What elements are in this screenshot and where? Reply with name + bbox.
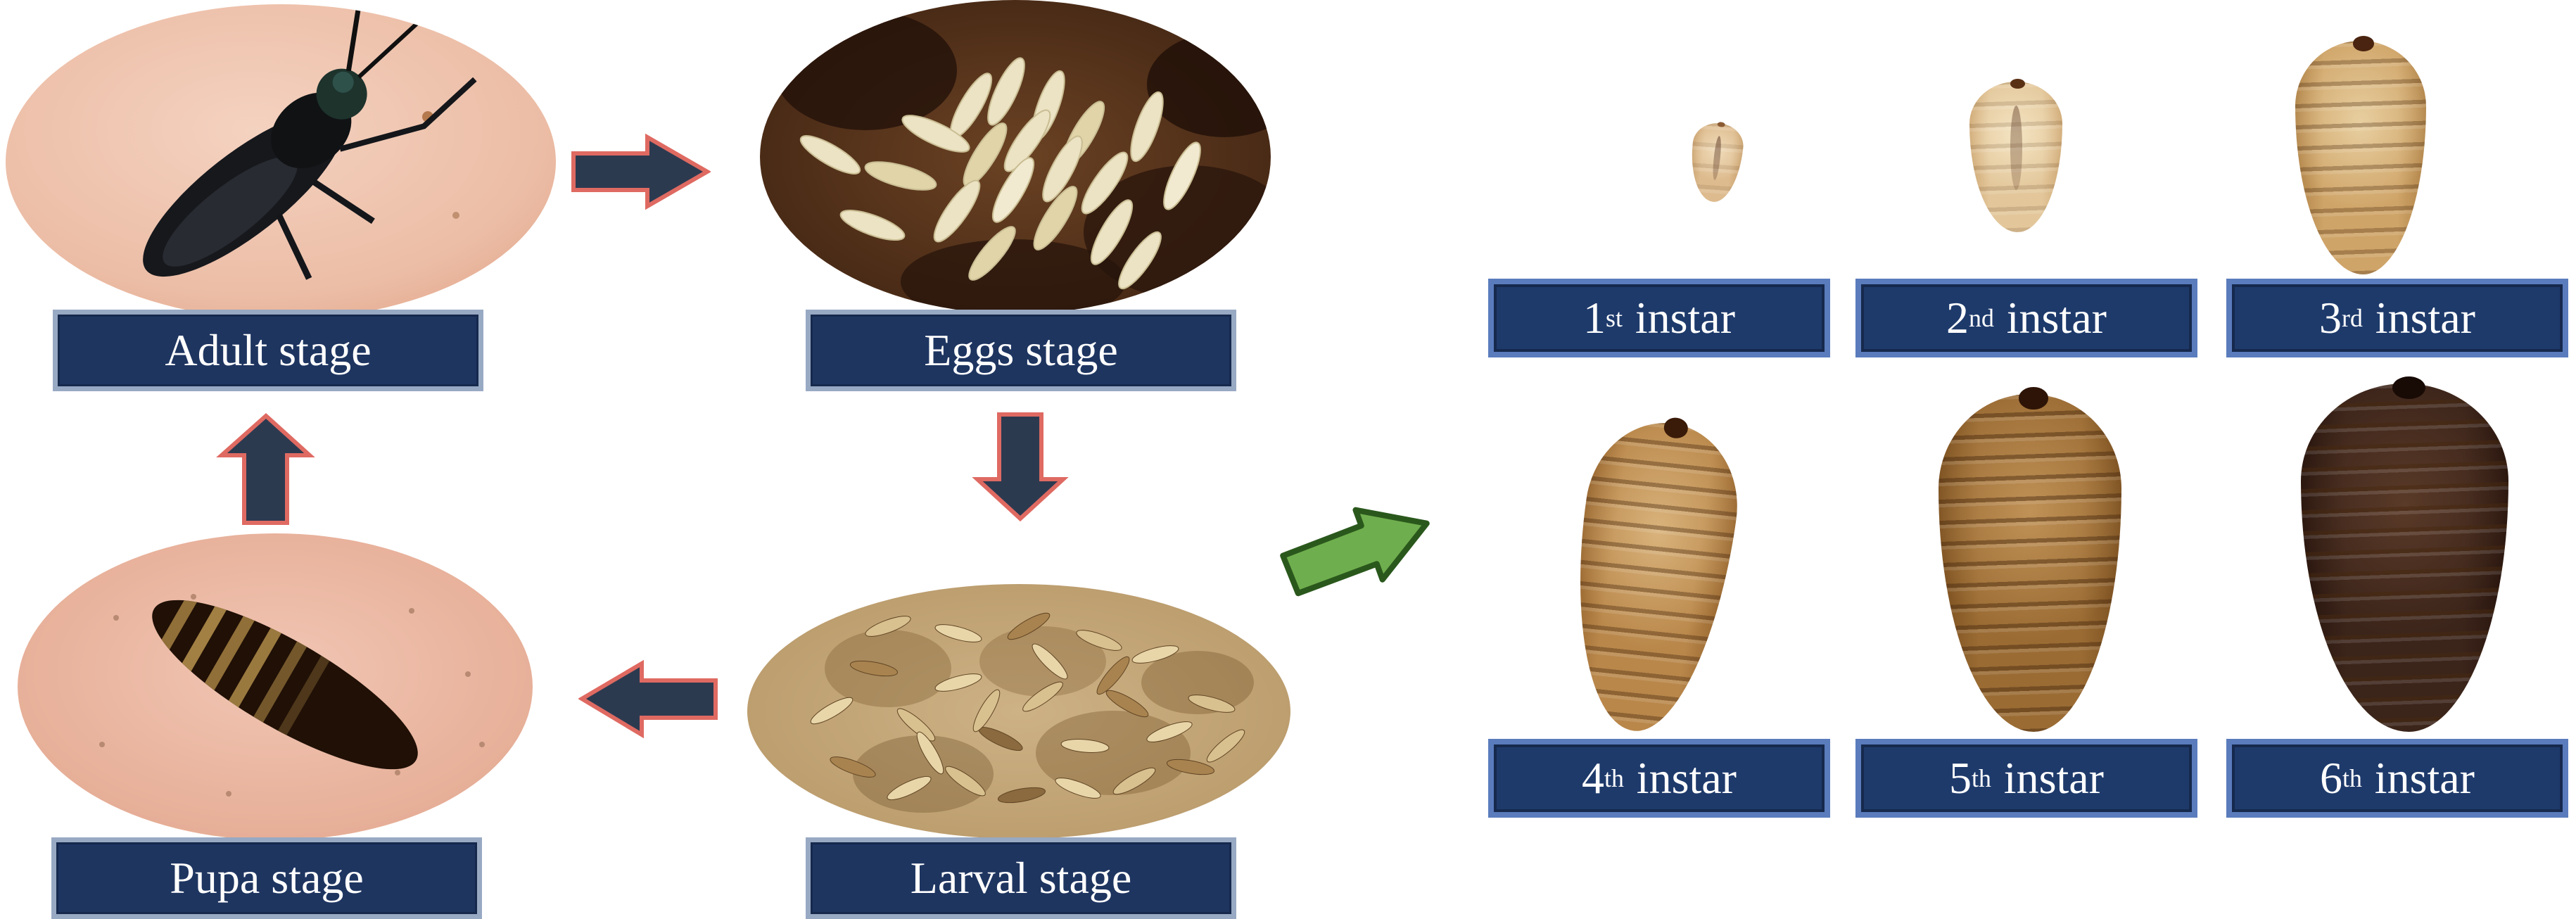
arrow-adult-to-eggs [571,132,711,211]
larva-photo-2nd-instar [1969,78,2062,232]
larvae-mass-illustration [747,584,1290,839]
adult-stage-photo [6,4,556,319]
pupa-stage-label: Pupa stage [51,837,482,919]
adult-stage-label-text: Adult stage [165,325,372,375]
adult-stage-label: Adult stage [53,310,483,391]
larval-stage-label: Larval stage [806,837,1236,919]
left-arrow-icon [578,659,718,739]
larva-photo-1st-instar [1687,120,1746,205]
pupa-illustration [18,533,533,840]
up-arrow-icon [216,412,315,525]
larva-photo-3rd-instar [2295,36,2426,274]
down-arrow-icon [972,412,1069,522]
arrow-pupa-to-adult [211,412,320,526]
eggs-stage-photo [760,0,1271,314]
instar-word: instar [2375,293,2475,343]
instar-number: 5 [1949,753,1972,803]
arrow-eggs-to-larval [967,412,1073,523]
instar-number: 2 [1946,293,1969,343]
larva-photo-6th-instar [2301,376,2508,732]
instar-word: instar [1636,753,1737,803]
instar-number: 1 [1583,293,1606,343]
larva-photo-4th-instar [1555,413,1749,741]
instar-number: 4 [1582,753,1605,803]
arrow-larval-to-instars [1272,481,1446,614]
larva-photo-5th-instar [1939,387,2121,732]
instar-word: instar [1635,293,1735,343]
eggs-stage-label-text: Eggs stage [924,325,1118,375]
instar-number: 3 [2319,293,2342,343]
larval-stage-photo [747,584,1290,839]
right-arrow-icon [571,133,711,210]
pupa-stage-photo [18,533,533,840]
adult-fly-illustration [6,4,556,319]
pupa-stage-label-text: Pupa stage [170,853,364,903]
arrow-larval-to-pupa [578,658,718,740]
larval-stage-label-text: Larval stage [910,853,1132,903]
eggs-stage-label: Eggs stage [806,310,1236,391]
instar-word: instar [2003,753,2104,803]
instar-word: instar [2374,753,2475,803]
instar-number: 6 [2320,753,2343,803]
eggs-illustration [760,0,1271,314]
instar-word: instar [2006,293,2107,343]
green-arrow-icon [1280,507,1430,597]
